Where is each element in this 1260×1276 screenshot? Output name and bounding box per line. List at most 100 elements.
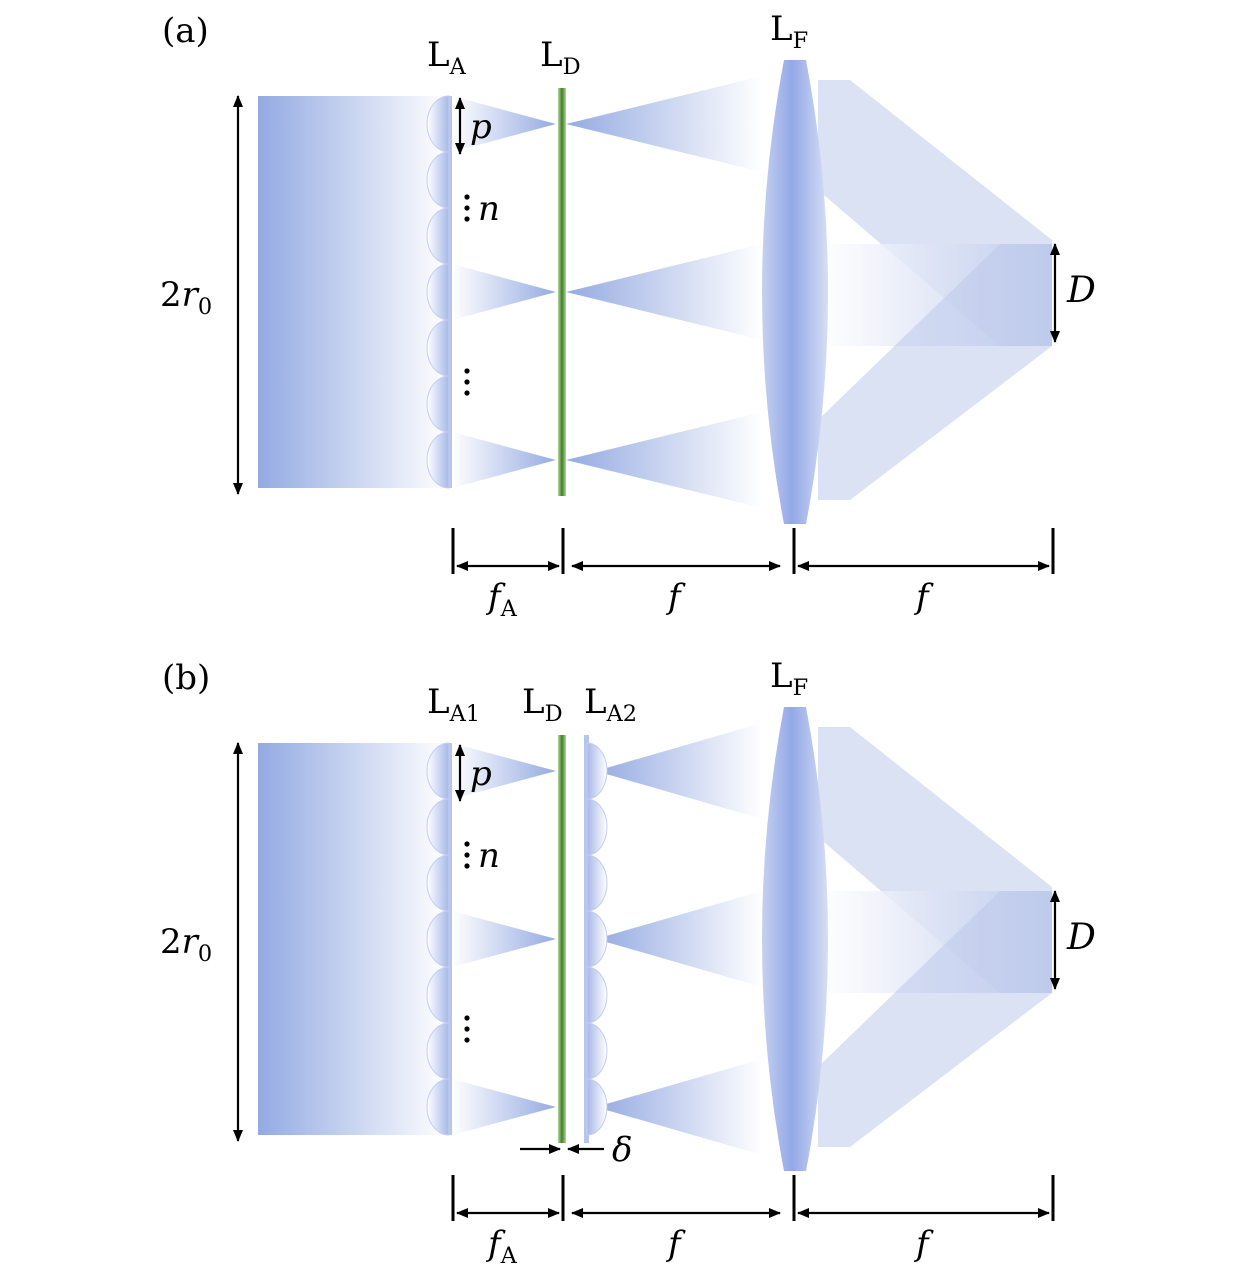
converging-cone <box>452 432 556 488</box>
panel-label: (a) <box>162 11 209 51</box>
count-dots-dot <box>464 863 470 869</box>
output-beam-middle <box>818 244 1052 346</box>
lenslet-array-2 <box>584 735 608 1143</box>
count-dots <box>464 841 470 869</box>
lenslet <box>426 207 450 265</box>
diffuser-label-main: L <box>522 682 545 722</box>
count-dots-dot <box>464 216 470 222</box>
dimension-label-3: f <box>913 577 934 617</box>
lenslet-array-label-sub: A <box>449 54 467 80</box>
lenslet <box>426 95 450 153</box>
ellipsis-dots-dot <box>464 379 470 385</box>
diverging-cone <box>566 412 762 508</box>
lenslet <box>586 910 608 968</box>
field-lens-label-sub: F <box>793 675 809 701</box>
input-beam <box>258 743 448 1135</box>
lenslet-array-2-label-main: L <box>584 682 607 722</box>
field-lens-label-main: L <box>770 656 793 696</box>
lenslet <box>586 854 608 912</box>
spot-label: D <box>1066 917 1096 958</box>
lenslet <box>586 742 608 800</box>
pitch-label: p <box>470 754 492 794</box>
lenslet <box>426 798 450 856</box>
dimension-label-3-main: f <box>913 1224 934 1264</box>
panel-label: (b) <box>162 658 210 698</box>
lenslet-array-2-label: LA2 <box>584 682 637 727</box>
field-lens <box>762 707 828 1171</box>
field-lens-label: LF <box>770 656 808 701</box>
lenslet <box>426 742 450 800</box>
diverging-cone <box>566 244 762 340</box>
ellipsis-dots <box>464 1015 470 1043</box>
lenslet <box>586 966 608 1024</box>
spot-label: D <box>1066 270 1096 311</box>
lenslet <box>586 1078 608 1136</box>
ellipsis-dots-dot <box>464 1026 470 1032</box>
lenslet <box>586 798 608 856</box>
lenslet-array-1-label-main: L <box>427 682 450 722</box>
diffuser-label: LD <box>540 35 581 80</box>
beam-size-label-sub: 0 <box>198 294 212 320</box>
diverging-cone <box>596 1059 762 1155</box>
lenslet-array-1-label-sub: A1 <box>449 701 480 727</box>
diverging-cone <box>596 891 762 987</box>
input-beam <box>258 96 448 488</box>
lenslet-array-2-label-sub: A2 <box>606 701 637 727</box>
ellipsis-dots-dot <box>464 390 470 396</box>
lenslet <box>426 431 450 489</box>
field-lens-label-sub: F <box>793 28 809 54</box>
lenslet <box>426 854 450 912</box>
lenslet <box>426 263 450 321</box>
beam-size-label-var: r <box>182 275 200 315</box>
ellipsis-dots-dot <box>464 1015 470 1021</box>
dimension-label-2-main: f <box>665 577 686 617</box>
output-beam-middle <box>818 891 1052 993</box>
lenslet-array-label: LA <box>427 35 467 80</box>
lenslet <box>426 1022 450 1080</box>
diffuser <box>558 88 566 496</box>
dimension-label-1-sub: A <box>500 1243 518 1269</box>
lenslet <box>426 319 450 377</box>
count-dots-dot <box>464 205 470 211</box>
beam-size-label-sub: 0 <box>198 941 212 967</box>
count-label: n <box>478 836 500 876</box>
diffuser-label-sub: D <box>563 54 581 80</box>
lenslet <box>586 1022 608 1080</box>
lenslet <box>426 966 450 1024</box>
lenslet-array <box>426 95 452 489</box>
beam-size-label: 2r0 <box>160 922 212 967</box>
lenslet-array-1-label: LA1 <box>427 682 480 727</box>
converging-cone <box>452 743 556 799</box>
lenslet <box>426 1078 450 1136</box>
ellipsis-dots <box>464 368 470 396</box>
count-dots-dot <box>464 194 470 200</box>
diffuser <box>558 735 566 1143</box>
diffuser-label-main: L <box>540 35 563 75</box>
lenslet <box>426 910 450 968</box>
ellipsis-dots-dot <box>464 368 470 374</box>
beam-size-label-main: 2 <box>160 922 182 962</box>
dimension-label-2-main: f <box>665 1224 686 1264</box>
converging-cone <box>452 911 556 967</box>
converging-cone <box>452 1079 556 1135</box>
diverging-cone <box>566 76 762 172</box>
lenslet-array-label-main: L <box>427 35 450 75</box>
converging-cone <box>452 264 556 320</box>
count-dots-dot <box>464 841 470 847</box>
beam-size-label: 2r0 <box>160 275 212 320</box>
delta-label: δ <box>612 1130 632 1170</box>
diverging-cone <box>596 723 762 819</box>
output-beam-bottom <box>818 244 1052 500</box>
diffuser-label-sub: D <box>545 701 563 727</box>
output-beam-bottom <box>818 891 1052 1147</box>
dimension-label-2: f <box>665 1224 686 1264</box>
beam-size-label-main: 2 <box>160 275 182 315</box>
lenslet <box>426 151 450 209</box>
dimension-label-1: fA <box>485 1224 518 1269</box>
dimension-label-2: f <box>665 577 686 617</box>
pitch-label: p <box>470 107 492 147</box>
count-dots-dot <box>464 852 470 858</box>
output-beams <box>818 80 1052 500</box>
